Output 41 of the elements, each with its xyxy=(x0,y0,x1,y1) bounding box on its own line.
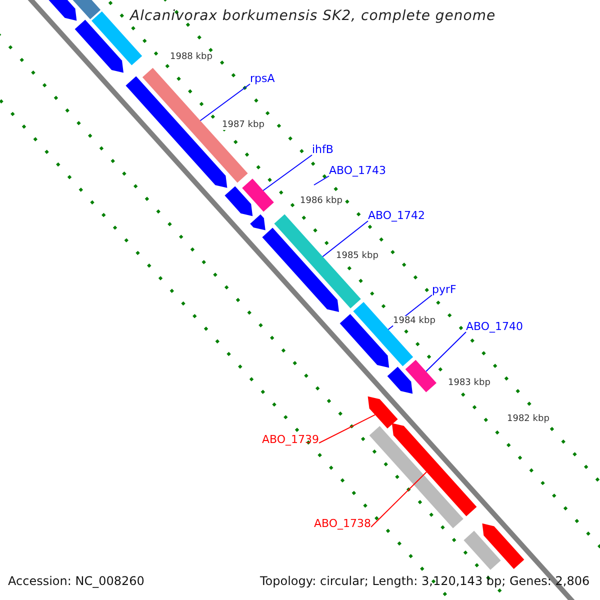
gene-label: ABO_1743 xyxy=(329,164,386,177)
leader-line xyxy=(426,332,466,372)
scale-label: 1988 kbp xyxy=(170,52,212,62)
genome-summary: Topology: circular; Length: 3,120,143 bp; Genes: 2,806 xyxy=(260,574,590,588)
gene-label: ihfB xyxy=(312,143,334,156)
gene-block xyxy=(250,214,266,230)
gene-block xyxy=(74,20,124,73)
gene-block xyxy=(387,366,413,394)
gene-bar xyxy=(242,178,274,212)
gene-label: ABO_1739 xyxy=(262,433,320,446)
scale-label: 1983 kbp xyxy=(448,378,490,388)
gene-block xyxy=(368,396,398,428)
scale-label: 1987 kbp xyxy=(222,120,264,130)
gene-block xyxy=(392,423,477,516)
leader-line xyxy=(322,220,368,258)
scale-label: 1982 kbp xyxy=(507,414,550,424)
scale-label: 1986 kbp xyxy=(300,196,342,206)
gene-label: ABO_1742 xyxy=(368,209,426,222)
gene-block xyxy=(482,523,524,569)
gene-label: pyrF xyxy=(432,283,456,296)
gene-block xyxy=(340,314,390,368)
gene-label: ABO_1740 xyxy=(466,320,524,333)
leader-line xyxy=(262,154,312,191)
scale-label: 1985 kbp xyxy=(336,251,378,261)
leader-line xyxy=(370,472,427,528)
gene-bar xyxy=(464,530,501,570)
leader-line xyxy=(200,84,250,122)
leader-line xyxy=(318,414,376,444)
gene-block xyxy=(224,186,253,216)
gene-label: rpsA xyxy=(250,72,275,85)
gene-bar xyxy=(142,68,248,183)
genome-title: Alcanivorax borkumensis SK2, complete genome xyxy=(130,8,496,24)
leader-line xyxy=(314,176,330,186)
scale-label: 1984 kbp xyxy=(393,316,436,326)
gene-bar xyxy=(274,214,361,308)
gene-block xyxy=(262,228,339,312)
gene-bar xyxy=(405,360,436,392)
gene-bar xyxy=(369,426,464,528)
accession-text: Accession: NC_008260 xyxy=(8,574,144,588)
gene-bar xyxy=(353,302,414,366)
gene-label: ABO_1738 xyxy=(314,517,372,530)
